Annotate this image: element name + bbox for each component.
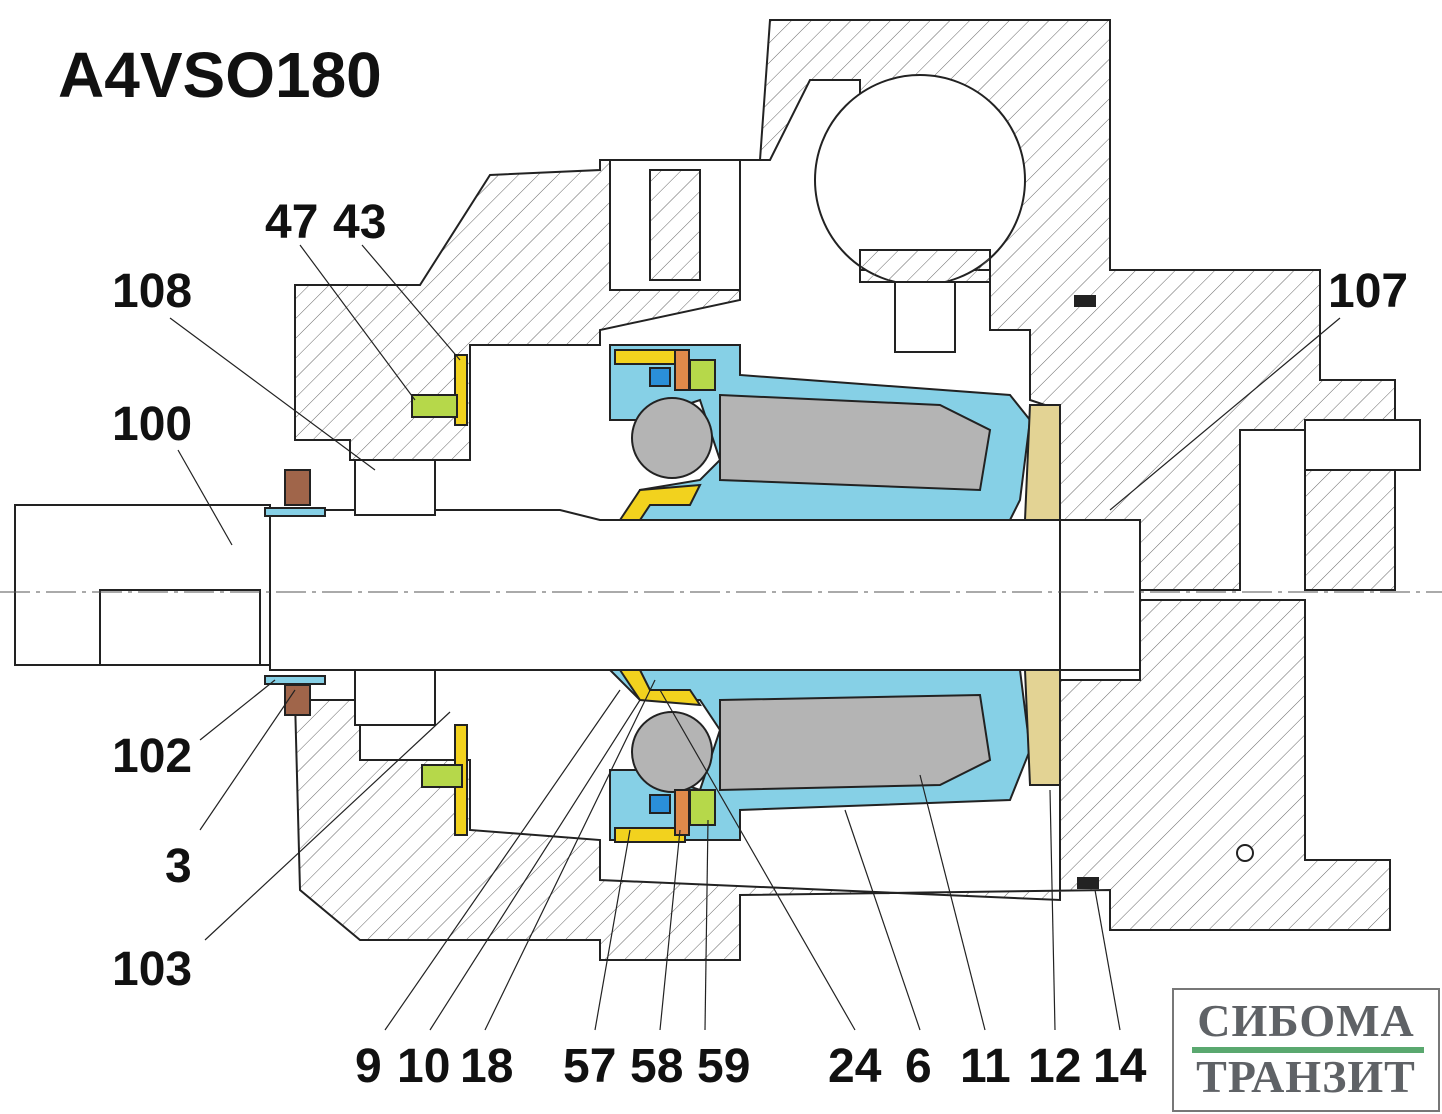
label-9: 9 [355,1040,382,1093]
label-12: 12 [1028,1040,1081,1093]
label-108: 108 [112,265,192,318]
label-3: 3 [165,840,192,893]
label-18: 18 [460,1040,513,1093]
model-title: A4VSO180 [58,39,382,111]
label-103: 103 [112,943,192,996]
housing [293,19,1421,961]
label-57: 57 [563,1040,616,1093]
label-14: 14 [1093,1040,1147,1093]
logo-text-line2: ТРАНЗИТ [1196,1051,1416,1102]
label-102: 102 [112,730,192,783]
logo-green-bar [1192,1047,1424,1053]
label-11: 11 [960,1040,1011,1093]
cylinder-block [411,295,1099,889]
leader-lines [169,244,1341,1031]
label-43: 43 [333,196,386,249]
logo-text-line1: СИБОМА [1197,995,1415,1046]
drive-shaft [0,459,1442,726]
label-47: 47 [265,196,318,249]
part-labels: 47 43 108 100 107 102 3 103 9 10 18 57 5… [112,196,1408,1093]
label-100: 100 [112,398,192,451]
company-logo: СИБОМА ТРАНЗИТ [1172,988,1440,1112]
label-24: 24 [828,1040,882,1093]
label-59: 59 [697,1040,750,1093]
label-10: 10 [397,1040,450,1093]
label-58: 58 [630,1040,683,1093]
label-6: 6 [905,1040,932,1093]
label-107: 107 [1328,265,1408,318]
